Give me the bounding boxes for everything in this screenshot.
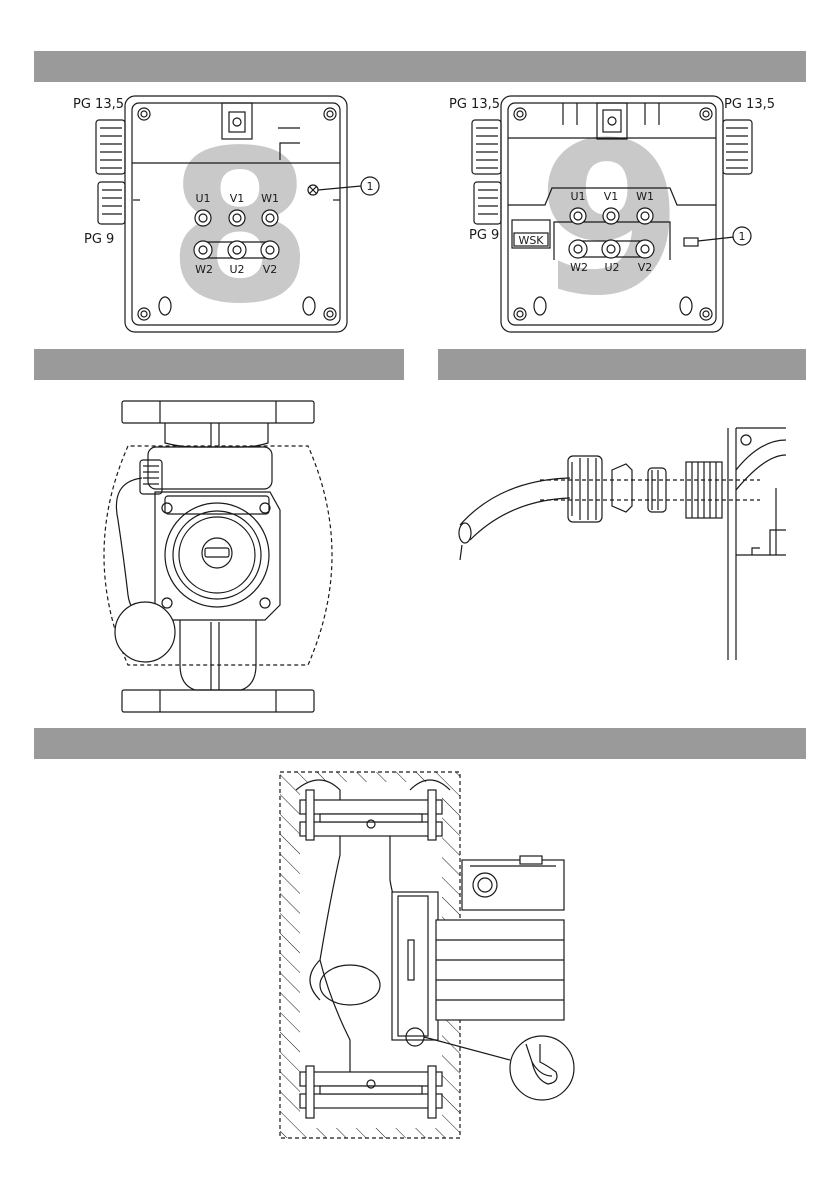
figure-8-terminal-v2: V2 — [263, 263, 278, 276]
figure-9-wsk-label: WSK — [518, 234, 544, 247]
figure-9-pg-bottom-label: PG 9 — [469, 228, 499, 243]
figure-9-terminal-box: 9 — [472, 96, 752, 342]
figure-9-terminal-u2: U2 — [604, 261, 619, 274]
figure-8-terminal-v1: V1 — [230, 192, 245, 205]
figure-9-terminal-v1: V1 — [604, 190, 619, 203]
figure-8-terminal-w1: W1 — [261, 192, 279, 205]
pump-front-view — [104, 401, 332, 712]
pump-installation-view — [280, 772, 574, 1138]
figure-9-terminal-v2: V2 — [638, 261, 653, 274]
figure-9-pg-top-right-label: PG 13,5 — [724, 97, 775, 112]
figure-8-number: 8 — [167, 105, 313, 350]
figure-9-terminal-w1: W1 — [636, 190, 654, 203]
figure-8-terminal-u1: U1 — [195, 192, 210, 205]
figure-9-callout-1: 1 — [739, 230, 746, 243]
figure-9-terminal-u1: U1 — [570, 190, 585, 203]
figure-8-pg-top-label: PG 13,5 — [73, 97, 124, 112]
figure-8-terminal-u2: U2 — [229, 263, 244, 276]
figure-8-terminal-box: 8 — [96, 96, 379, 350]
cable-gland-exploded-view — [459, 428, 786, 660]
figure-9-terminal-w2: W2 — [570, 261, 588, 274]
figure-8-pg-bottom-label: PG 9 — [84, 232, 114, 247]
figure-9-pg-top-left-label: PG 13,5 — [449, 97, 500, 112]
figure-8-terminal-w2: W2 — [195, 263, 213, 276]
figure-8-callout-1: 1 — [367, 180, 374, 193]
